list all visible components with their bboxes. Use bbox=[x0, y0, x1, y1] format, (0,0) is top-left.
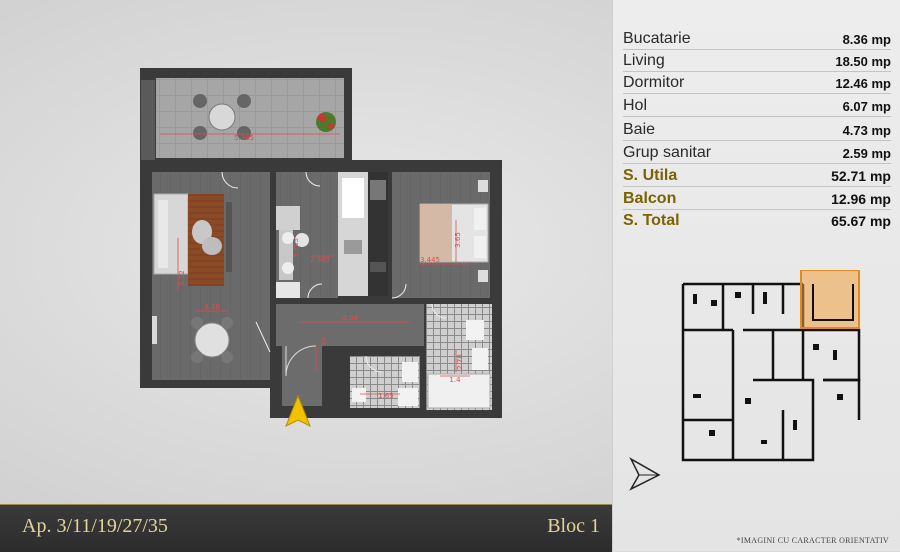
dim-hall-h: 4.04 bbox=[342, 314, 358, 322]
area-value: 8.36 mp bbox=[842, 32, 891, 47]
north-arrow-icon bbox=[629, 457, 661, 491]
bedroom bbox=[392, 172, 490, 300]
area-value: 6.07 mp bbox=[842, 99, 891, 114]
area-row: Hol 6.07 mp bbox=[623, 95, 891, 117]
footer-bar: Ap. 3/11/19/27/35 Bloc 1 bbox=[0, 504, 612, 552]
total-value: 65.67 mp bbox=[831, 213, 891, 229]
entrance-arrow-icon bbox=[285, 394, 311, 428]
dim-bedroom-v: 3.65 bbox=[454, 232, 462, 248]
dim-kitchen-h: 2.385 bbox=[310, 256, 330, 264]
total-name: Balcon bbox=[623, 190, 677, 207]
dim-balcony: 5.385 bbox=[234, 134, 254, 142]
dim-bath2-h: 1.4 bbox=[449, 376, 461, 384]
area-row: Baie 4.73 mp bbox=[623, 119, 891, 141]
total-value: 52.71 mp bbox=[831, 168, 891, 184]
hall bbox=[276, 304, 424, 406]
dim-living: 5.52 bbox=[178, 270, 186, 286]
area-name: Grup sanitar bbox=[623, 144, 712, 161]
block-label: Bloc 1 bbox=[547, 515, 600, 537]
area-row: Dormitor 12.46 mp bbox=[623, 72, 891, 94]
total-name: S. Total bbox=[623, 212, 680, 229]
dim-dining: 3.40 bbox=[204, 303, 220, 311]
interior-walls bbox=[270, 166, 490, 410]
disclaimer: *IMAGINI CU CARACTER ORIENTATIV bbox=[736, 536, 889, 545]
area-name: Bucatarie bbox=[623, 30, 691, 47]
area-name: Baie bbox=[623, 121, 656, 138]
area-value: 18.50 mp bbox=[835, 54, 891, 69]
dim-hall-v: 1.83 bbox=[320, 337, 328, 353]
apartment-label: Ap. 3/11/19/27/35 bbox=[22, 515, 168, 537]
area-row: Grup sanitar 2.59 mp bbox=[623, 142, 891, 164]
total-name: S. Utila bbox=[623, 167, 678, 184]
living-room bbox=[152, 172, 270, 380]
area-value: 2.59 mp bbox=[842, 146, 891, 161]
sanitary-group bbox=[426, 304, 492, 410]
area-value: 12.46 mp bbox=[835, 76, 891, 91]
area-row: Living 18.50 mp bbox=[623, 50, 891, 72]
dim-bath1: 1.65 bbox=[378, 392, 394, 400]
total-row: S. Total 65.67 mp bbox=[623, 210, 891, 231]
floor-plan: 5.385 5.52 3.40 bbox=[140, 68, 502, 428]
area-panel: Bucatarie 8.36 mp Living 18.50 mp Dormit… bbox=[612, 0, 900, 551]
dim-bath2-v: 2.78 bbox=[456, 354, 464, 370]
bathroom bbox=[350, 356, 422, 408]
key-plan bbox=[681, 270, 861, 462]
dim-bedroom-h: 3.445 bbox=[420, 256, 440, 264]
area-name: Dormitor bbox=[623, 74, 685, 91]
total-row: S. Utila 52.71 mp bbox=[623, 165, 891, 187]
area-name: Hol bbox=[623, 97, 648, 114]
total-value: 12.96 mp bbox=[831, 191, 891, 207]
dim-kitchen-v: 3.363 bbox=[292, 238, 300, 258]
apartment-highlight bbox=[800, 270, 860, 329]
balcony bbox=[140, 68, 352, 164]
area-name: Living bbox=[623, 52, 665, 69]
kitchen bbox=[276, 172, 388, 302]
door-swings bbox=[221, 171, 447, 373]
total-row: Balcon 12.96 mp bbox=[623, 188, 891, 210]
area-value: 4.73 mp bbox=[842, 123, 891, 138]
area-row: Bucatarie 8.36 mp bbox=[623, 28, 891, 50]
